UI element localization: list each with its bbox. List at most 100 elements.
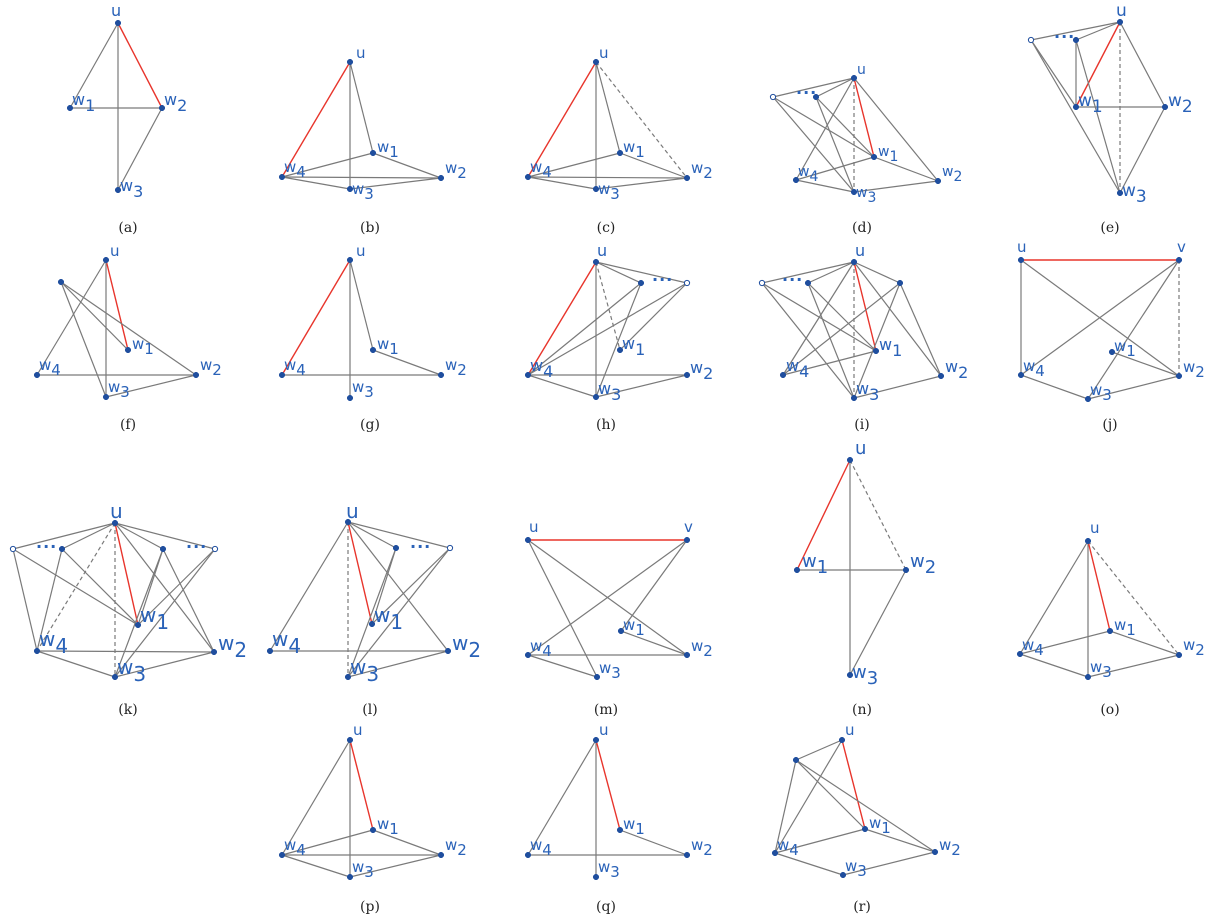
vertex-w2: [931, 848, 939, 856]
vertex-w3: [592, 185, 600, 193]
vertex-label-w1: w1: [140, 603, 169, 634]
open-vertex: [769, 93, 777, 101]
vertex-label-subscript: 4: [542, 841, 552, 859]
vertex-u: [346, 256, 354, 264]
vertex-a: [57, 278, 65, 286]
edge: [595, 261, 642, 284]
vertex-label-u: u: [356, 242, 366, 260]
edge: [527, 282, 642, 376]
vertex-label-subscript: 2: [457, 164, 467, 182]
vertex-label-subscript: 4: [296, 361, 306, 379]
vertex-label-subscript: 4: [799, 362, 809, 381]
vertex-label-subscript: 3: [364, 383, 374, 401]
vertex-label-u: u: [353, 721, 363, 739]
vertex-label-subscript: 2: [703, 364, 713, 383]
vertex-label-subscript: 3: [364, 863, 374, 881]
vertex-label-subscript: 1: [635, 340, 645, 359]
vertex-u: [850, 258, 858, 266]
edge: [620, 539, 688, 632]
vertex-label-w4: w4: [39, 356, 61, 379]
vertex-label-u: u: [857, 62, 866, 78]
vertex-label-w3: w3: [352, 180, 374, 203]
dashed-edge: [595, 261, 621, 351]
edge: [772, 77, 855, 98]
vertex-v: [683, 536, 691, 544]
highlighted-edge: [527, 61, 597, 178]
vertex-u: [346, 58, 354, 66]
vertex-u: [1084, 537, 1092, 545]
vertex-w3: [1116, 189, 1124, 197]
vertex-label-w4: w4: [530, 356, 553, 381]
edge: [853, 261, 901, 284]
open-vertex: [758, 279, 766, 287]
open-vertex: [446, 544, 454, 552]
edge: [1119, 21, 1166, 108]
edge: [1030, 39, 1121, 194]
vertex-w3: [850, 188, 858, 196]
vertex-label-w3: w3: [1090, 381, 1112, 404]
vertex-label-subscript: 3: [867, 668, 878, 689]
vertex-label-w1: w1: [622, 334, 645, 359]
vertex-w3: [846, 671, 854, 679]
edge: [347, 521, 449, 652]
vertex-w1: [616, 346, 624, 354]
edge: [795, 739, 843, 761]
highlighted-edge: [853, 77, 875, 158]
vertex-label-subscript: 3: [364, 185, 374, 203]
vertex-label-subscript: 1: [1126, 342, 1136, 360]
vertex-label-subscript: 1: [892, 341, 902, 360]
vertex-a: [1072, 36, 1080, 44]
dashed-edge: [849, 459, 907, 571]
vertex-label-w3: w3: [108, 378, 130, 401]
vertex-w2: [437, 174, 445, 182]
edge: [795, 759, 936, 853]
vertex-w3: [114, 186, 122, 194]
highlighted-edge: [841, 739, 866, 830]
vertex-label-w2: w2: [690, 358, 713, 383]
vertex-u: [592, 258, 600, 266]
ellipsis-dots: ···: [796, 83, 817, 102]
vertex-w3: [111, 673, 119, 681]
vertex-label-subscript: 3: [1136, 187, 1147, 207]
vertex-label-w1: w1: [878, 144, 898, 165]
vertex-label-subscript: 2: [951, 841, 961, 859]
vertex-label-subscript: 1: [635, 820, 645, 838]
ellipsis-dots: ···: [36, 537, 57, 556]
open-vertex: [211, 545, 219, 553]
vertex-label-w3: w3: [117, 655, 146, 686]
vertex-w2: [158, 104, 166, 112]
edge: [36, 259, 107, 376]
edge: [349, 854, 442, 878]
dashed-edge: [1087, 540, 1180, 656]
vertex-w1: [861, 825, 869, 833]
edge: [162, 548, 215, 653]
edge: [371, 547, 397, 625]
vertex-label-subscript: 3: [610, 863, 620, 881]
vertex-w2: [934, 177, 942, 185]
edge: [281, 829, 374, 856]
vertex-w2: [683, 371, 691, 379]
highlighted-edge: [796, 459, 851, 571]
vertex-w2: [437, 851, 445, 859]
panel-caption: (p): [360, 899, 380, 915]
edge: [114, 522, 164, 550]
vertex-label-w3: w3: [599, 659, 621, 682]
vertex-label-w1: w1: [623, 616, 645, 639]
vertex-label-subscript: 2: [177, 96, 187, 115]
ellipsis-dots: ···: [652, 270, 673, 289]
vertex-label-subscript: 2: [1182, 97, 1193, 117]
dashed-edge: [595, 61, 688, 179]
panel-caption: (m): [594, 702, 618, 718]
edge: [1075, 21, 1121, 41]
highlighted-edge: [281, 61, 351, 178]
ellipsis-dots: ···: [782, 270, 803, 289]
edge: [527, 654, 598, 678]
vertex-w1: [369, 346, 377, 354]
vertex-label-subscript: 1: [635, 621, 645, 639]
